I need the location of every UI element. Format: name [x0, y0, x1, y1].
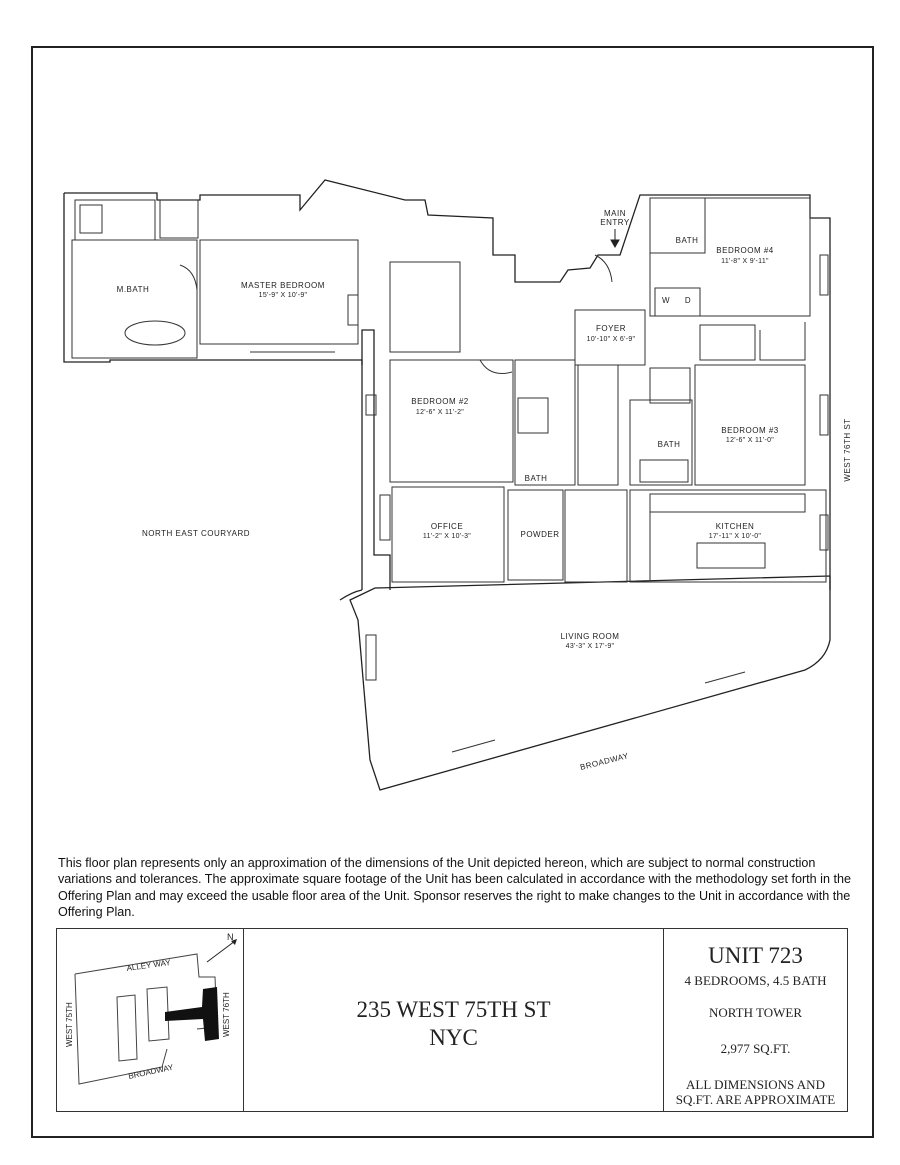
living-room-outline	[361, 329, 391, 590]
courtyard-label: NORTH EAST COURYARD	[142, 529, 250, 538]
disclaimer-text: This floor plan represents only an appro…	[58, 856, 851, 920]
unit-note-line-2: SQ.FT. ARE APPROXIMATE	[675, 1092, 836, 1107]
bedroom2-dim: 12'-6" X 11'-2"	[416, 409, 464, 416]
address-line-1: 235 WEST 75TH ST	[356, 997, 551, 1022]
kitchen-dim: 17'-11" X 10'-0"	[709, 533, 762, 540]
entry-arrow	[610, 229, 620, 249]
master-wing-outline	[64, 179, 831, 590]
unit-note: ALL DIMENSIONS AND SQ.FT. ARE APPROXIMAT…	[664, 1077, 847, 1107]
foyer-label: FOYER	[596, 324, 626, 333]
unit-note-line-1: ALL DIMENSIONS AND	[686, 1077, 825, 1092]
west76-key-label: WEST 76TH	[222, 992, 231, 1037]
washer-label: W	[662, 296, 670, 305]
bath-mid-label: BATH	[525, 474, 548, 483]
foyer-dim: 10'-10" X 6'-9"	[587, 336, 636, 343]
room-labels: M.BATH MASTER BEDROOM 15'-9" X 10'-9" MA…	[117, 209, 852, 772]
living-room-label: LIVING ROOM	[561, 632, 620, 641]
dryer-label: D	[685, 296, 691, 305]
unit-info: UNIT 723 4 BEDROOMS, 4.5 BATH NORTH TOWE…	[664, 929, 847, 1111]
powder-label: POWDER	[521, 530, 560, 539]
unit-tower: NORTH TOWER	[709, 1005, 802, 1020]
key-map-drawing: N ALLEY WAY WEST 75TH WEST 76TH BROADWAY	[65, 932, 237, 1085]
west76-label: WEST 76TH ST	[843, 418, 852, 481]
bedroom4-dim: 11'-8" X 9'-11"	[721, 258, 769, 265]
floor-plan: M.BATH MASTER BEDROOM 15'-9" X 10'-9" MA…	[63, 179, 852, 791]
page-frame	[31, 46, 874, 1138]
broadway-label: BROADWAY	[579, 751, 630, 772]
living-room-dim: 43'-3" X 17'-9"	[566, 643, 615, 650]
unit-bedrooms: 4 BEDROOMS, 4.5 BATH	[684, 973, 827, 988]
address-block: 235 WEST 75TH ST NYC	[244, 929, 664, 1111]
master-bedroom-label: MASTER BEDROOM	[241, 281, 325, 290]
bath-top-label: BATH	[676, 236, 699, 245]
alley-label: ALLEY WAY	[126, 958, 172, 973]
master-bedroom-dim: 15'-9" X 10'-9"	[259, 292, 308, 299]
bedroom3-label: BEDROOM #3	[721, 426, 779, 435]
unit-sqft: 2,977 SQ.FT.	[720, 1041, 791, 1056]
m-bath-label: M.BATH	[117, 285, 150, 294]
broadway-key-label: BROADWAY	[128, 1062, 175, 1080]
bedroom2-label: BEDROOM #2	[411, 397, 469, 406]
bedroom3-dim: 12'-6" X 11'-0"	[726, 437, 774, 444]
office-dim: 11'-2" X 10'-3"	[423, 533, 471, 540]
north-label: N	[227, 932, 234, 942]
address-line-2: NYC	[429, 1025, 478, 1050]
office-label: OFFICE	[431, 522, 463, 531]
title-block: N ALLEY WAY WEST 75TH WEST 76TH BROADWAY…	[56, 928, 848, 1112]
unit-location	[165, 987, 219, 1041]
bathtub	[124, 320, 186, 346]
bath-right-label: BATH	[658, 440, 681, 449]
west75-key-label: WEST 75TH	[65, 1002, 74, 1047]
main-entry-label-2: ENTRY	[600, 218, 630, 227]
key-map: N ALLEY WAY WEST 75TH WEST 76TH BROADWAY	[57, 929, 244, 1111]
unit-title: UNIT 723	[708, 943, 803, 968]
bedroom4-label: BEDROOM #4	[716, 246, 774, 255]
kitchen-label: KITCHEN	[716, 522, 755, 531]
main-entry-label: MAIN	[604, 209, 626, 218]
